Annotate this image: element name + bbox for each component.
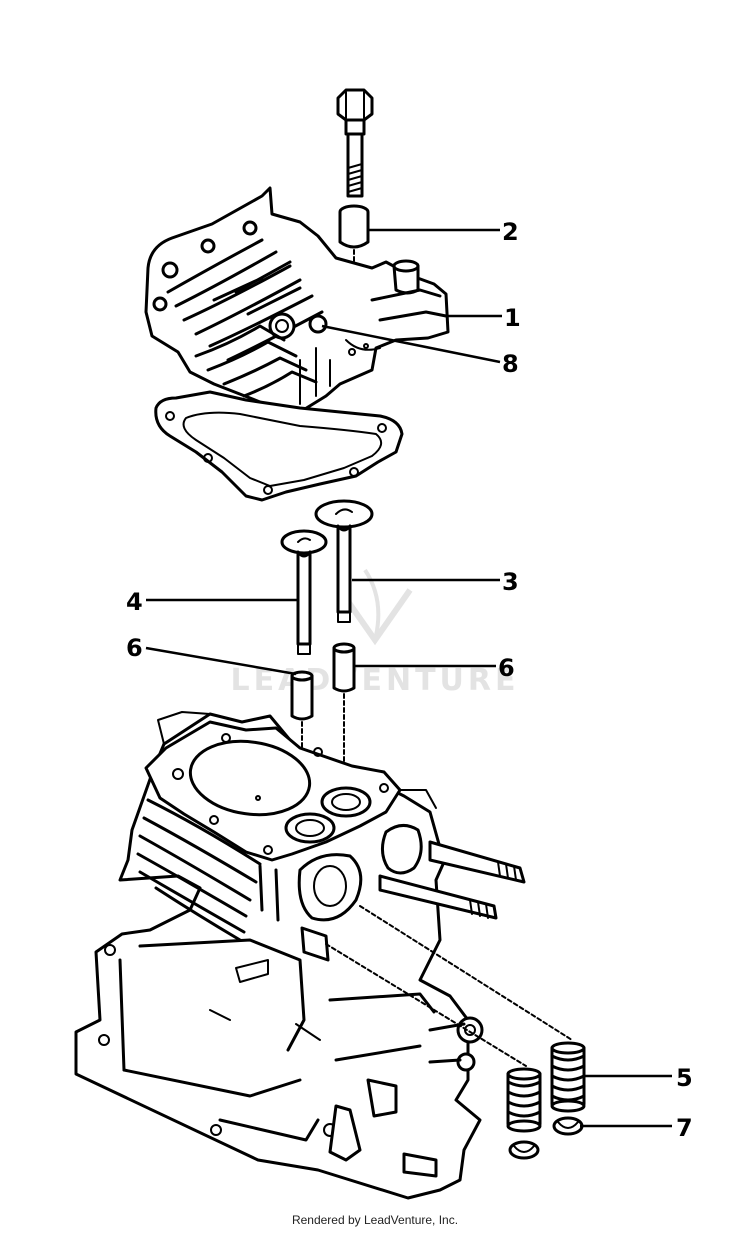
watermark-text: LEADVENTURE bbox=[231, 663, 520, 698]
head-bolt bbox=[336, 88, 374, 198]
footer-credit: Rendered by LeadVenture, Inc. bbox=[291, 1213, 459, 1227]
callout-label-5: 5 bbox=[676, 1064, 693, 1092]
leader-line-6a bbox=[145, 646, 297, 676]
callout-label-1: 1 bbox=[504, 304, 521, 332]
leader-line-8 bbox=[321, 324, 501, 364]
intake-valve bbox=[280, 529, 328, 655]
spring-retainer-right bbox=[552, 1116, 584, 1136]
spring-retainer-left bbox=[508, 1140, 540, 1160]
callout-label-7: 7 bbox=[676, 1114, 693, 1142]
head-gasket bbox=[154, 390, 404, 502]
callout-label-6-right: 6 bbox=[498, 654, 515, 682]
cylinder-block bbox=[74, 711, 526, 1200]
valve-spring-right bbox=[550, 1041, 586, 1113]
valve-spring-left bbox=[506, 1067, 542, 1133]
callout-label-8: 8 bbox=[502, 350, 519, 378]
callout-label-4: 4 bbox=[126, 588, 143, 616]
watermark-logo bbox=[337, 568, 413, 646]
callout-label-6-left: 6 bbox=[126, 634, 143, 662]
exhaust-valve bbox=[314, 499, 374, 623]
callout-label-2: 2 bbox=[502, 218, 519, 246]
valve-guide-right bbox=[332, 642, 356, 791]
valve-guide-left bbox=[290, 670, 314, 791]
callout-label-3: 3 bbox=[502, 568, 519, 596]
cylinder-head bbox=[144, 186, 450, 414]
